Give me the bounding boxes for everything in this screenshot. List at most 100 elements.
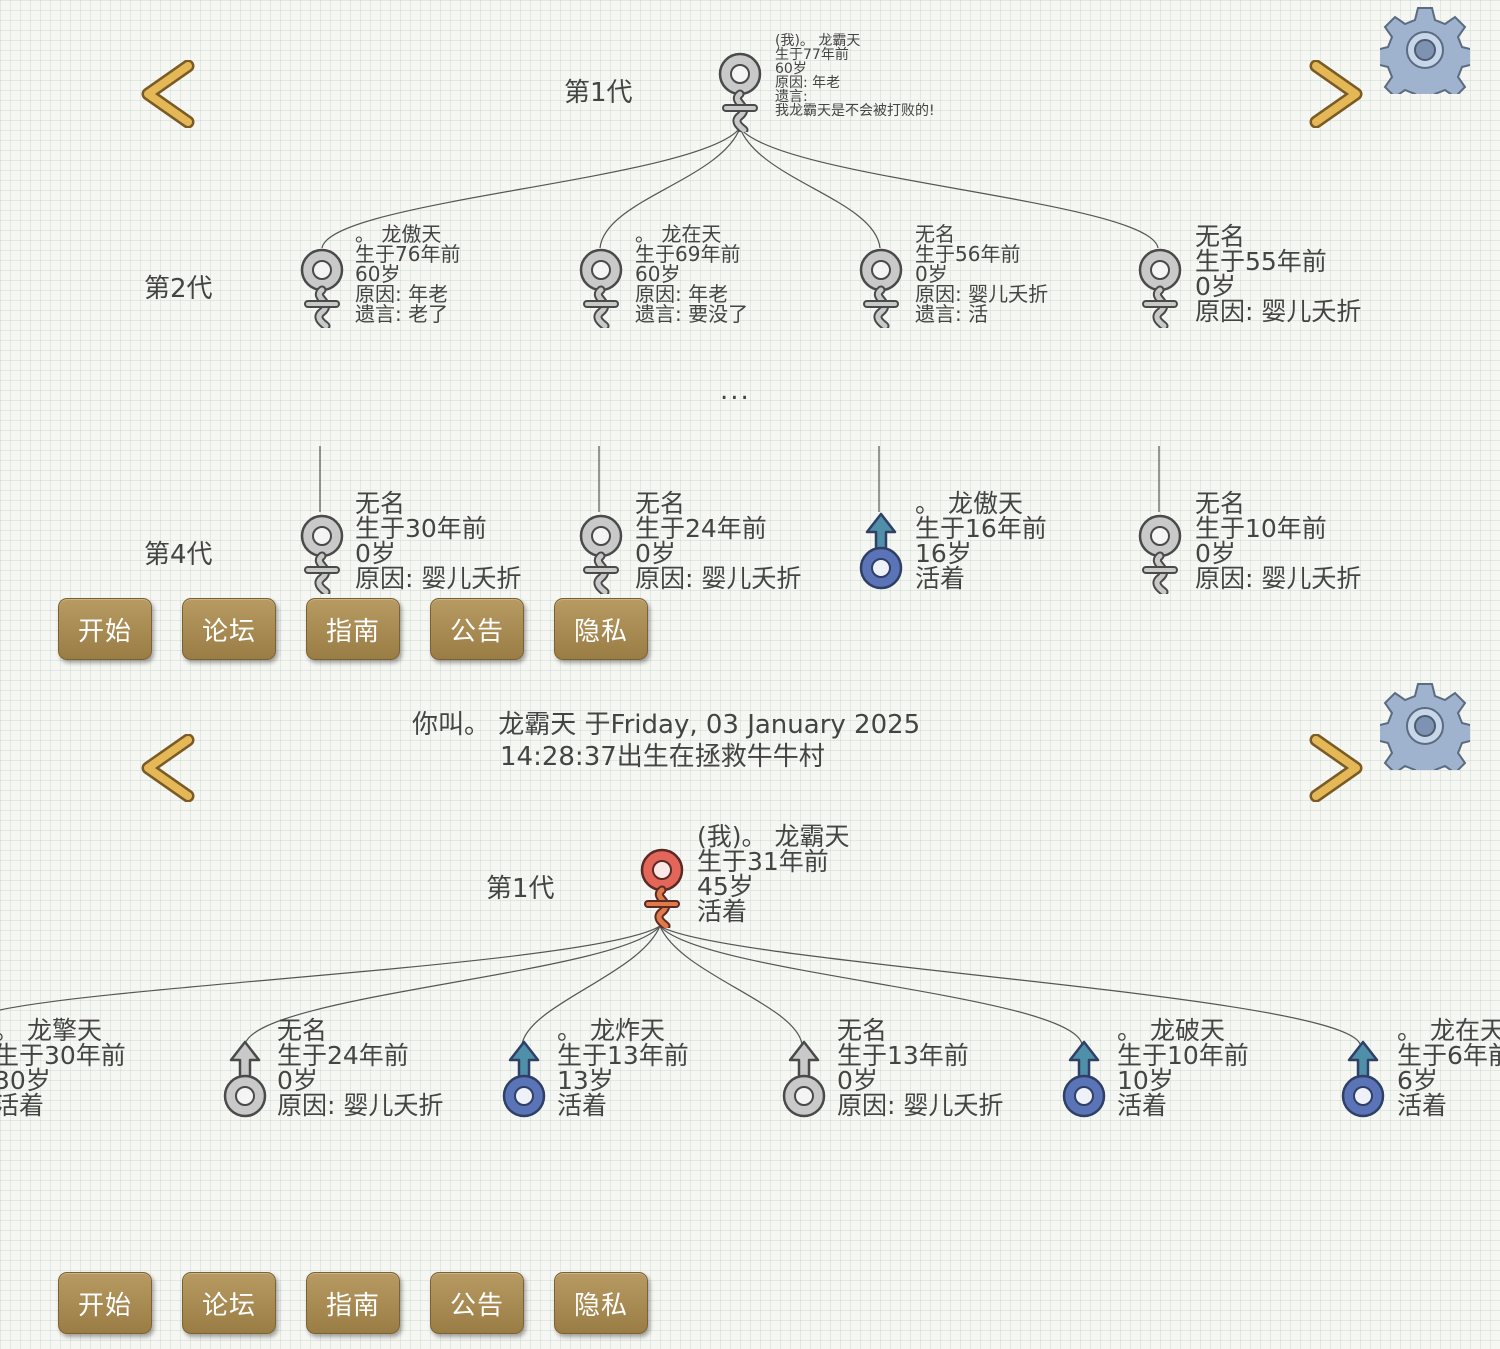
member-info: 。 龙傲天 生于16年前 16岁 活着	[915, 491, 1047, 591]
member-status: 活着	[915, 564, 966, 593]
member-status: 活着	[0, 1091, 45, 1120]
member-last-words: 我龙霸天是不会被打败的!	[775, 103, 935, 119]
member-cause: 原因: 婴儿夭折	[355, 564, 522, 593]
forum-button[interactable]: 论坛	[182, 598, 276, 660]
member-info: 。 龙在天 生于6年前 6岁 活着	[1397, 1018, 1500, 1118]
female-symbol-icon	[575, 246, 627, 332]
announcement-button[interactable]: 公告	[430, 598, 524, 660]
settings-gear-button[interactable]	[1375, 682, 1475, 783]
member-info: 。 龙擎天 生于30年前 30岁 活着	[0, 1018, 126, 1118]
member-name: 。 龙在天	[1397, 1016, 1500, 1045]
member-age: 60岁	[775, 61, 807, 77]
prev-arrow-button[interactable]	[138, 733, 198, 806]
member-info: 。 龙傲天 生于76年前 60岁 原因: 年老 遗言: 老了	[355, 224, 460, 324]
member-info: 。 龙炸天 生于13年前 13岁 活着	[557, 1018, 689, 1118]
member-status: 活着	[557, 1091, 608, 1120]
member-last-words-label: 遗言:	[775, 89, 808, 105]
member-birth: 生于69年前	[635, 242, 741, 266]
member-age: 0岁	[915, 262, 948, 286]
member-status: 活着	[1117, 1091, 1168, 1120]
member-age: 0岁	[277, 1066, 318, 1095]
member-age: 45岁	[697, 872, 754, 901]
birth-header-line2: 14:28:37出生在拯救牛牛村	[500, 742, 825, 772]
member-name: 无名	[1195, 222, 1246, 251]
male-symbol-icon	[498, 1038, 550, 1124]
member-last-words: 遗言: 活	[915, 302, 989, 326]
member-name: 无名	[355, 489, 406, 518]
next-arrow-button[interactable]	[1306, 733, 1366, 806]
member-cause: 原因: 年老	[635, 282, 729, 306]
member-info: 无名 生于30年前 0岁 原因: 婴儿夭折	[355, 491, 521, 591]
member-age: 60岁	[355, 262, 401, 286]
settings-gear-button[interactable]	[1375, 6, 1475, 107]
member-birth: 生于13年前	[837, 1041, 969, 1070]
member-name: 无名	[837, 1016, 888, 1045]
generation-label: 第4代	[144, 540, 213, 570]
member-birth: 生于31年前	[697, 847, 829, 876]
member-info: 无名 生于56年前 0岁 原因: 婴儿夭折 遗言: 活	[915, 224, 1048, 324]
member-info: 。 龙破天 生于10年前 10岁 活着	[1117, 1018, 1249, 1118]
member-name: 无名	[277, 1016, 328, 1045]
member-cause: 原因: 婴儿夭折	[277, 1091, 444, 1120]
member-info: 无名 生于13年前 0岁 原因: 婴儿夭折	[837, 1018, 1003, 1118]
male-symbol-icon	[855, 510, 907, 596]
announcement-button[interactable]: 公告	[430, 1272, 524, 1334]
female-symbol-icon	[1134, 512, 1186, 598]
member-birth: 生于76年前	[355, 242, 461, 266]
member-birth: 生于24年前	[635, 514, 767, 543]
member-age: 30岁	[0, 1066, 51, 1095]
male-symbol-icon	[1337, 1038, 1389, 1124]
member-info: 无名 生于24年前 0岁 原因: 婴儿夭折	[635, 491, 801, 591]
member-birth: 生于30年前	[0, 1041, 126, 1070]
female-symbol-icon	[296, 512, 348, 598]
member-age: 13岁	[557, 1066, 614, 1095]
member-cause: 原因: 婴儿夭折	[635, 564, 802, 593]
member-cause: 原因: 婴儿夭折	[837, 1091, 1004, 1120]
gear-icon	[1375, 7, 1475, 107]
generation-label: 第1代	[564, 78, 633, 108]
member-birth: 生于30年前	[355, 514, 487, 543]
male-symbol-icon	[778, 1038, 830, 1124]
member-age: 0岁	[837, 1066, 878, 1095]
guide-button[interactable]: 指南	[306, 1272, 400, 1334]
member-name: 。 龙傲天	[355, 222, 442, 246]
member-age: 0岁	[1195, 272, 1236, 301]
female-symbol-icon	[296, 246, 348, 332]
female-symbol-icon	[714, 50, 766, 136]
member-birth: 生于16年前	[915, 514, 1047, 543]
member-birth: 生于13年前	[557, 1041, 689, 1070]
male-symbol-icon	[219, 1038, 271, 1124]
chevron-left-icon	[141, 59, 195, 129]
guide-button[interactable]: 指南	[306, 598, 400, 660]
male-symbol-icon	[1058, 1038, 1110, 1124]
female-symbol-icon	[575, 512, 627, 598]
member-cause: 原因: 婴儿夭折	[915, 282, 1049, 306]
member-info: 。 龙在天 生于69年前 60岁 原因: 年老 遗言: 要没了	[635, 224, 748, 324]
member-name: 。 龙擎天	[0, 1016, 102, 1045]
chevron-right-icon	[1309, 59, 1363, 129]
chevron-left-icon	[141, 733, 195, 803]
member-last-words: 遗言: 要没了	[635, 302, 749, 326]
member-name: (我)。 龙霸天	[775, 33, 861, 49]
birth-header-line1: 你叫。 龙霸天 于Friday, 03 January 2025	[412, 710, 921, 740]
next-arrow-button[interactable]	[1306, 59, 1366, 132]
member-cause: 原因: 婴儿夭折	[1195, 297, 1362, 326]
forum-button[interactable]: 论坛	[182, 1272, 276, 1334]
member-age: 0岁	[635, 539, 676, 568]
prev-arrow-button[interactable]	[138, 59, 198, 132]
tree-connector-lines	[319, 127, 1160, 512]
member-birth: 生于6年前	[1397, 1041, 1500, 1070]
member-age: 6岁	[1397, 1066, 1438, 1095]
member-birth: 生于56年前	[915, 242, 1021, 266]
member-age: 0岁	[355, 539, 396, 568]
start-button[interactable]: 开始	[58, 598, 152, 660]
member-name: (我)。 龙霸天	[697, 822, 850, 851]
privacy-button[interactable]: 隐私	[554, 598, 648, 660]
member-status: 活着	[697, 897, 748, 926]
privacy-button[interactable]: 隐私	[554, 1272, 648, 1334]
start-button[interactable]: 开始	[58, 1272, 152, 1334]
female-symbol-icon	[1134, 246, 1186, 332]
member-name: 。 龙傲天	[915, 489, 1023, 518]
member-cause: 原因: 年老	[775, 75, 841, 91]
generation-label: 第2代	[144, 274, 213, 304]
